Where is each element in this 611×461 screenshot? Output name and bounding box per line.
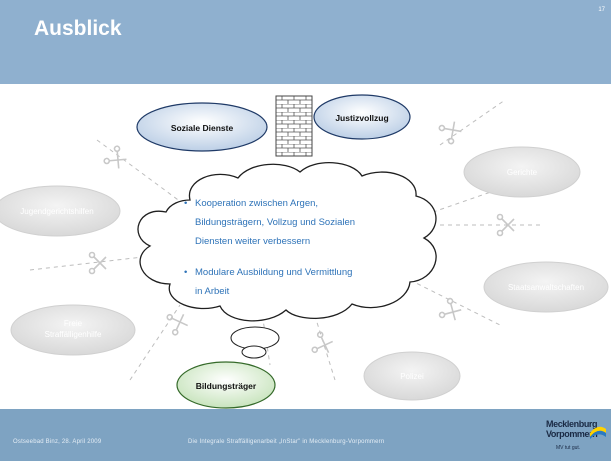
node-bildungstraeger: Bildungsträger	[176, 361, 276, 409]
node-jugendgerichtshilfen: Jugendgerichtshilfen	[0, 185, 121, 237]
cloud-text: • Kooperation zwischen Argen, Bildungstr…	[184, 198, 355, 297]
bullet-2-line-1: Modulare Ausbildung und Vermittlung	[195, 267, 352, 278]
node-label: Freie	[64, 319, 83, 328]
scissor-icon	[103, 145, 127, 169]
node-label: Polizei	[400, 372, 424, 381]
node-label: Gerichte	[507, 168, 538, 177]
logo-text: Mecklenburg Vorpommern	[546, 419, 598, 439]
bullet-symbol: •	[184, 198, 187, 209]
node-label: Staatsanwaltschaften	[508, 283, 584, 292]
scissor-icons	[88, 121, 515, 354]
node-justizvollzug: Justizvollzug	[313, 94, 411, 140]
thought-bubbles	[230, 326, 280, 359]
bullet-1-line-2: Bildungsträgern, Vollzug und Sozialen	[195, 217, 355, 228]
node-label: Justizvollzug	[335, 113, 388, 123]
mv-logo: Mecklenburg Vorpommern MV tut gut.	[546, 419, 606, 457]
logo-line-2: Vorpommern	[546, 429, 598, 439]
node-label: Bildungsträger	[196, 381, 257, 391]
footer-presentation-title: Die Integrale Straffälligenarbeit „InSta…	[188, 439, 385, 445]
network-diagram: Gerichte Jugendgerichtshilfen Staatsanwa…	[0, 94, 609, 409]
slide-title: Ausblick	[34, 17, 122, 40]
scissor-icon	[166, 313, 189, 336]
footer-location-date: Ostseebad Binz, 28. April 2009	[13, 439, 102, 445]
scissor-icon	[88, 251, 107, 275]
logo-flag-icon	[590, 426, 606, 439]
node-freie-straffaelligenhilfe: Freie Straffälligenhilfe	[10, 304, 136, 356]
node-label: Soziale Dienste	[171, 123, 234, 133]
node-soziale-dienste: Soziale Dienste	[136, 102, 268, 152]
slide-number: 17	[598, 7, 605, 13]
brick-wall-icon	[275, 95, 313, 157]
slide-footer: Ostseebad Binz, 28. April 2009 Die Integ…	[0, 409, 611, 461]
bullet-1-line-1: Kooperation zwischen Argen,	[195, 198, 318, 209]
node-gerichte: Gerichte	[463, 146, 581, 198]
scissor-icon	[438, 297, 462, 321]
node-label: Jugendgerichtshilfen	[20, 207, 93, 216]
bullet-symbol: •	[184, 267, 187, 278]
bullet-2-line-2: in Arbeit	[195, 286, 230, 297]
node-label: Straffälligenhilfe	[45, 330, 102, 339]
slide-content: Gerichte Jugendgerichtshilfen Staatsanwa…	[0, 84, 611, 409]
node-staatsanwaltschaften: Staatsanwaltschaften	[483, 261, 609, 313]
cloud-shape	[137, 161, 437, 322]
logo-slogan: MV tut gut.	[556, 445, 581, 451]
node-polizei: Polizei	[363, 351, 461, 401]
scissor-icon	[438, 121, 462, 145]
bullet-1-line-3: Diensten weiter verbessern	[195, 236, 310, 247]
scissor-icon	[311, 331, 334, 354]
slide-header: Ausblick 17	[0, 0, 611, 84]
logo-line-1: Mecklenburg	[546, 419, 598, 429]
scissor-icon	[496, 213, 515, 237]
